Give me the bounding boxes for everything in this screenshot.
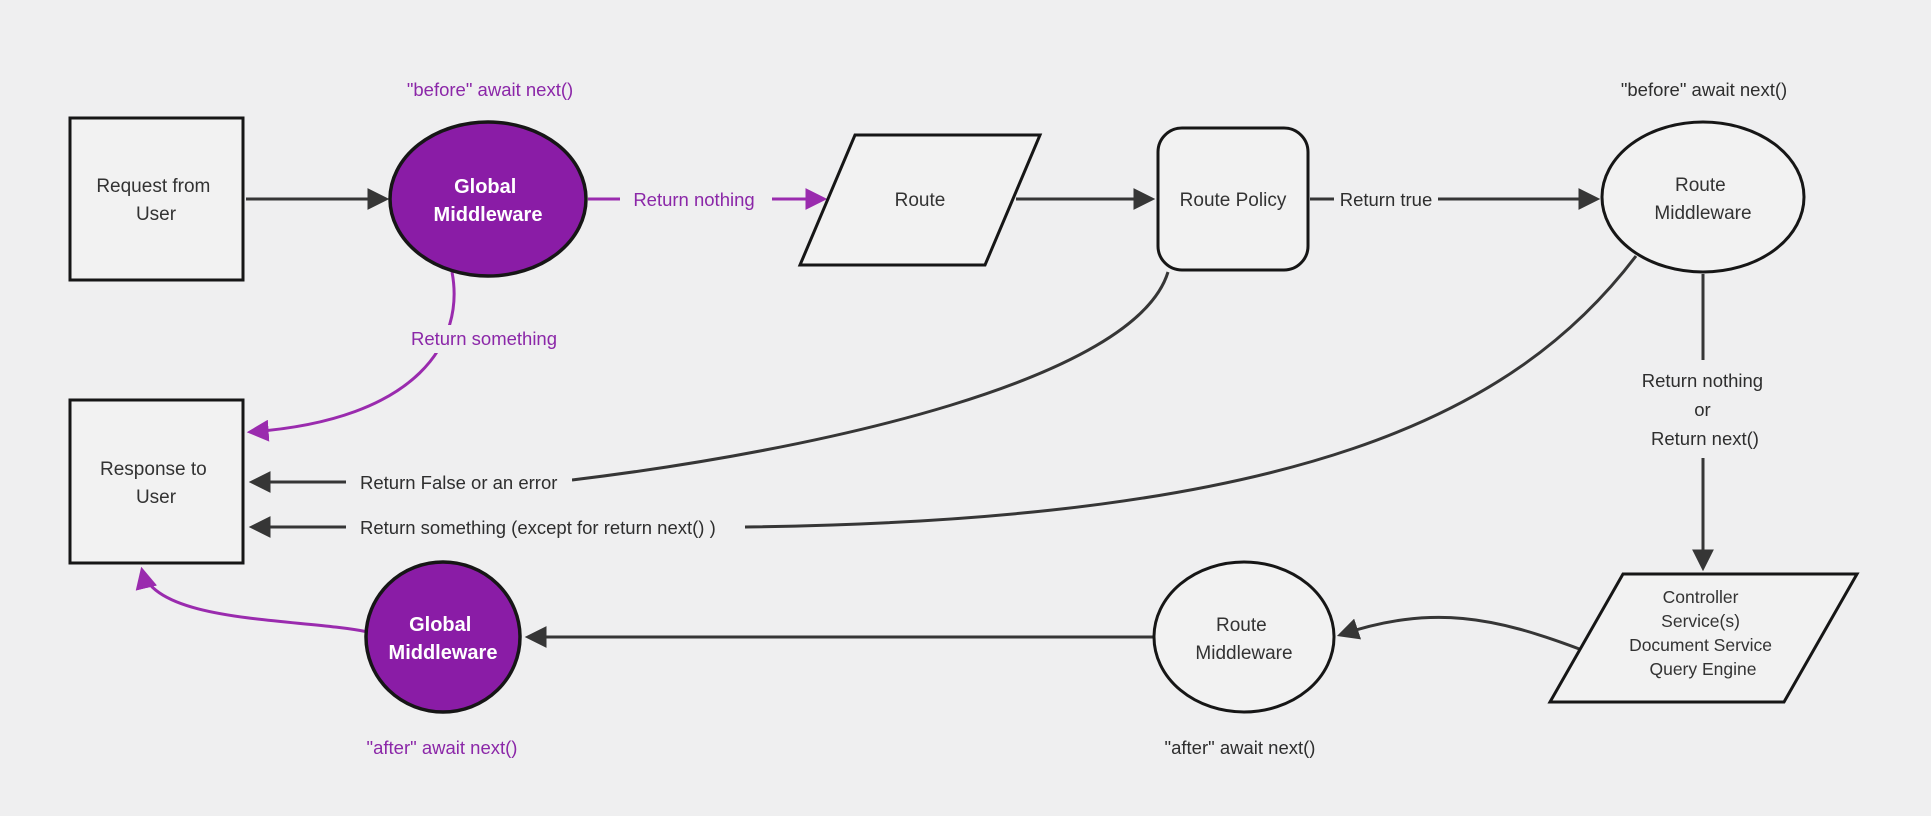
node-route-middleware-top: Route Middleware [1600,120,1806,274]
request-from-user-label: Request from User [96,176,215,225]
node-route-middleware-bottom: Route Middleware [1152,560,1336,714]
controller-services-label: Controller Service(s) Document Service Q… [1629,587,1777,679]
route-middleware-bottom-ellipse [1152,560,1336,714]
node-controller-services: Controller Service(s) Document Service Q… [1547,572,1860,704]
node-request-from-user: Request from User [68,116,245,282]
response-to-user-box [68,398,245,565]
node-response-to-user: Response to User [68,398,245,565]
route-middleware-top-label: Route Middleware [1654,175,1751,224]
before-await-next-left-label: "before" await next() [407,79,573,100]
edge-label-backgrounds [354,325,744,541]
return-nothing-or-label: Return nothing or Return next() [1642,370,1769,449]
return-something-label-bg [386,325,584,353]
global-middleware-top-ellipse [388,120,588,278]
return-something-label: Return something [411,328,557,349]
return-true-label: Return true [1340,189,1433,210]
global-middleware-top-label: Global Middleware [434,176,543,226]
node-global-middleware-top: Global Middleware [388,120,588,278]
nodes: Request from User Global Middleware Rout… [68,116,1860,714]
return-false-or-error-label: Return False or an error [360,472,557,493]
request-from-user-box [68,116,245,282]
edge-labels: "before" await next() Return nothing Ret… [360,79,1787,758]
route-parallelogram [797,133,1043,267]
route-policy-label: Route Policy [1180,190,1287,211]
return-something-except-label: Return something (except for return next… [360,517,716,538]
response-to-user-label: Response to User [100,459,212,508]
route-label: Route [895,190,946,211]
global-middleware-bottom-ellipse [364,560,522,714]
after-await-next-left-label: "after" await next() [367,737,518,758]
edge-route-policy-to-response-curve [571,271,1170,482]
node-global-middleware-bottom: Global Middleware [364,560,522,714]
route-middleware-bottom-label: Route Middleware [1195,615,1292,664]
edge-global-middleware-top-to-response [246,271,456,442]
route-policy-box [1156,126,1310,272]
controller-services-parallelogram [1547,572,1860,704]
edge-controller-to-route-middleware-bottom [1336,615,1583,652]
return-nothing-label: Return nothing [633,189,754,210]
node-route-policy: Route Policy [1156,126,1310,272]
return-false-label-bg [354,468,572,496]
edge-global-middleware-bottom-to-response [135,566,369,634]
before-await-next-right-label: "before" await next() [1621,79,1787,100]
after-await-next-right-label: "after" await next() [1165,737,1316,758]
global-middleware-bottom-label: Global Middleware [389,614,498,664]
route-middleware-top-ellipse [1600,120,1806,274]
return-something-except-label-bg [354,513,744,541]
node-route: Route [797,133,1043,267]
edge-route-middleware-top-to-response-curve [744,255,1638,529]
edges [135,188,1714,652]
